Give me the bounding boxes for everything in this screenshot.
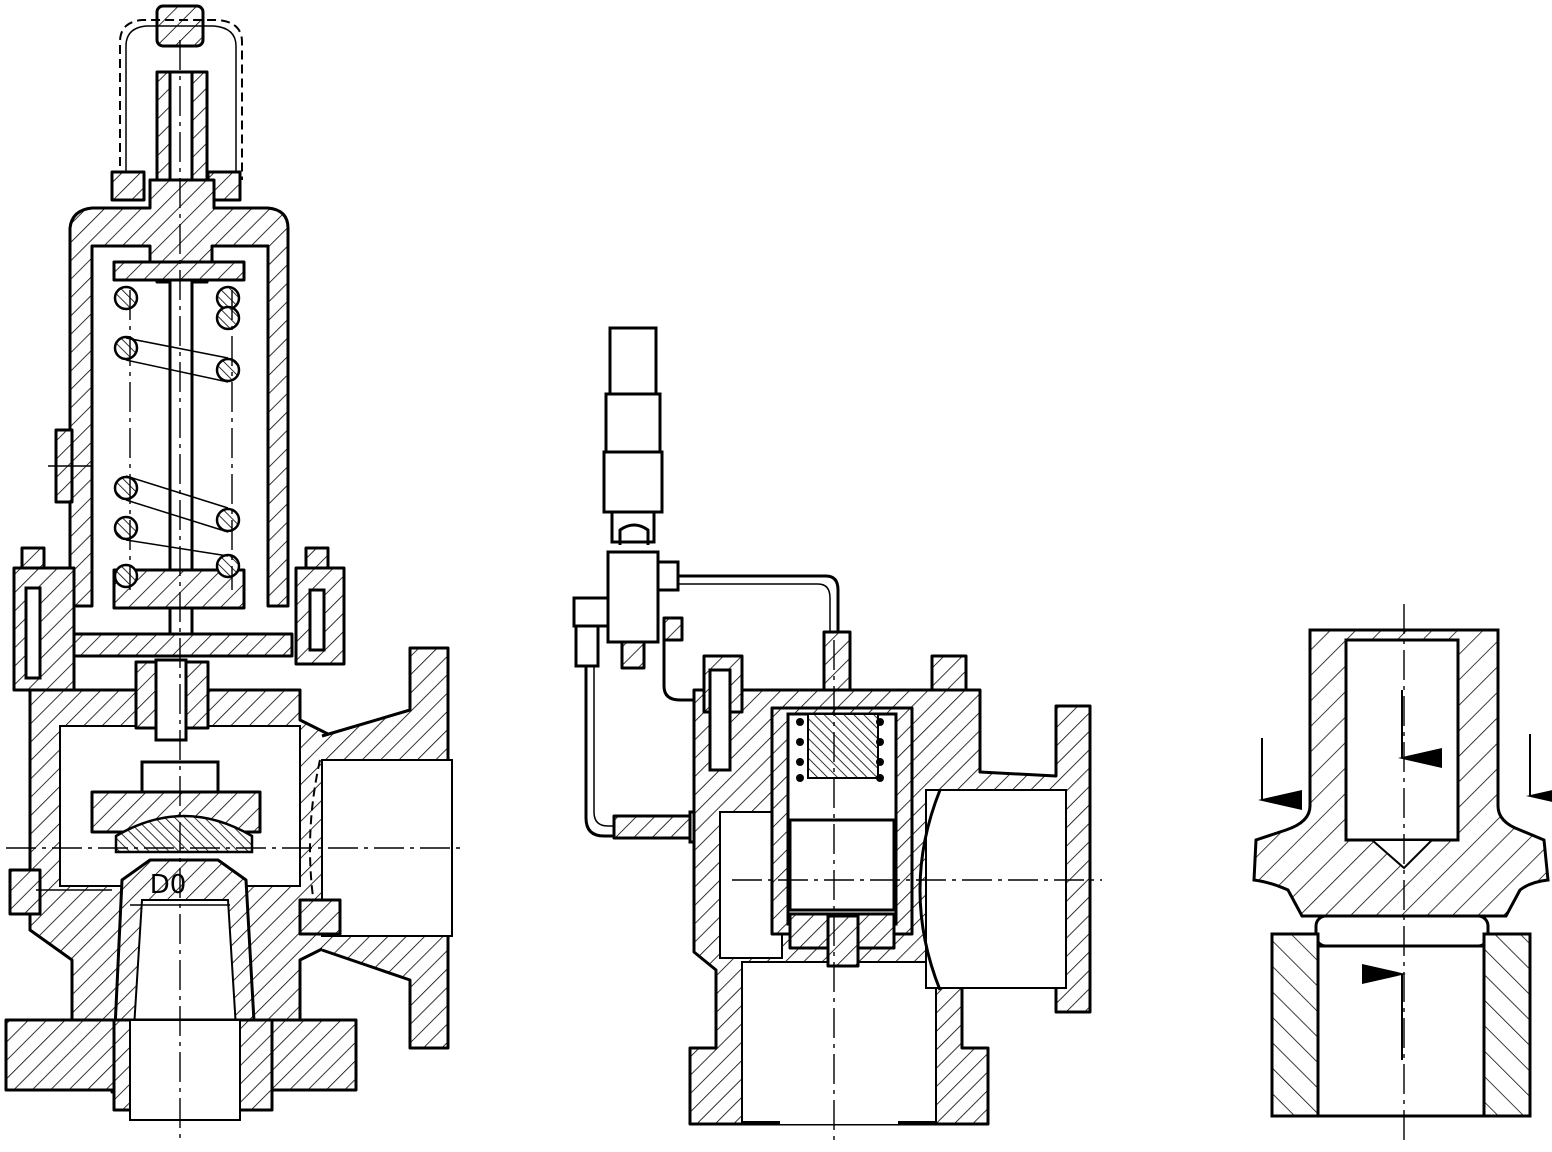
seat-diameter-label: D0 [150,870,187,900]
upper-spring-plate [112,260,246,282]
body-flange [72,632,294,658]
nozzle-right-wall [1482,932,1532,1118]
pilot-tube-top [678,574,840,640]
left-valve: D0 [4,4,466,1140]
pilot [572,326,684,670]
nozzle-left-wall [1270,932,1320,1118]
piston-spring [796,718,884,782]
right-detail [1252,604,1552,1140]
pilot-tube-bottom [584,666,686,838]
seat-ring [1314,914,1490,948]
spring [113,285,241,590]
stem [168,70,194,654]
middle-valve [572,326,1102,1140]
